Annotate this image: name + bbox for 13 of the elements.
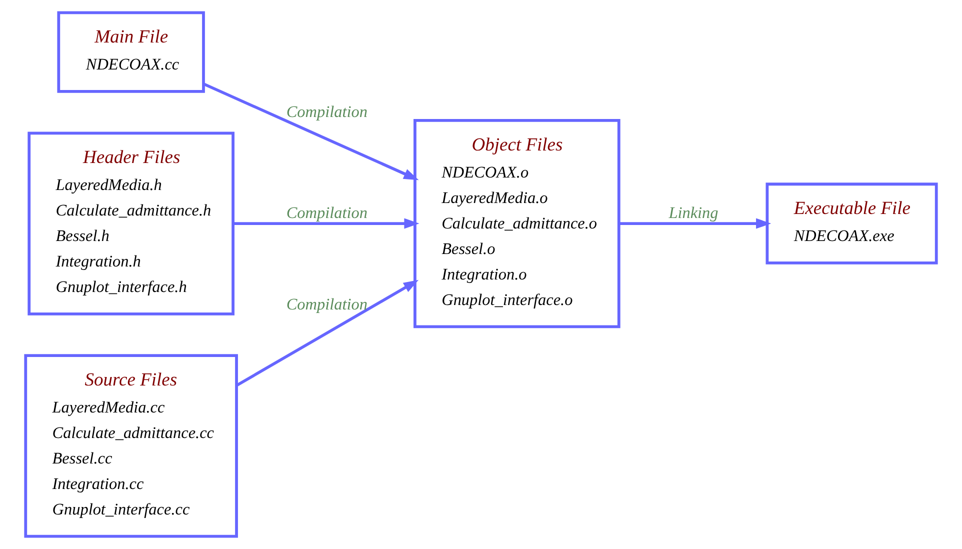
edge-label: Compilation: [286, 103, 368, 122]
node-box: Object Files NDECOAX.o LayeredMedia.o Calculate_admittance.o Bessel.o Integration.o Gnuplot_interface.o: [414, 118, 620, 328]
edge-label: Compilation: [286, 204, 368, 222]
edge-label: Compilation: [286, 295, 368, 314]
arrow: [203, 82, 419, 180]
arrow: [236, 280, 419, 387]
node-box: Source Files LayeredMedia.cc Calculate_admittance.cc Bessel.cc Integration.cc Gnuplot_interface.cc: [24, 354, 238, 538]
node-box: Header Files LayeredMedia.h Calculate_admittance.h Bessel.h Integration.h Gnuplot_interface.h: [28, 132, 234, 316]
arrow: [234, 218, 420, 229]
node-box: Main File NDECOAX.cc: [57, 11, 205, 93]
arrow: [619, 218, 772, 229]
node-box: Executable File NDECOAX.exe: [766, 182, 938, 264]
edge-label: Linking: [668, 204, 718, 222]
